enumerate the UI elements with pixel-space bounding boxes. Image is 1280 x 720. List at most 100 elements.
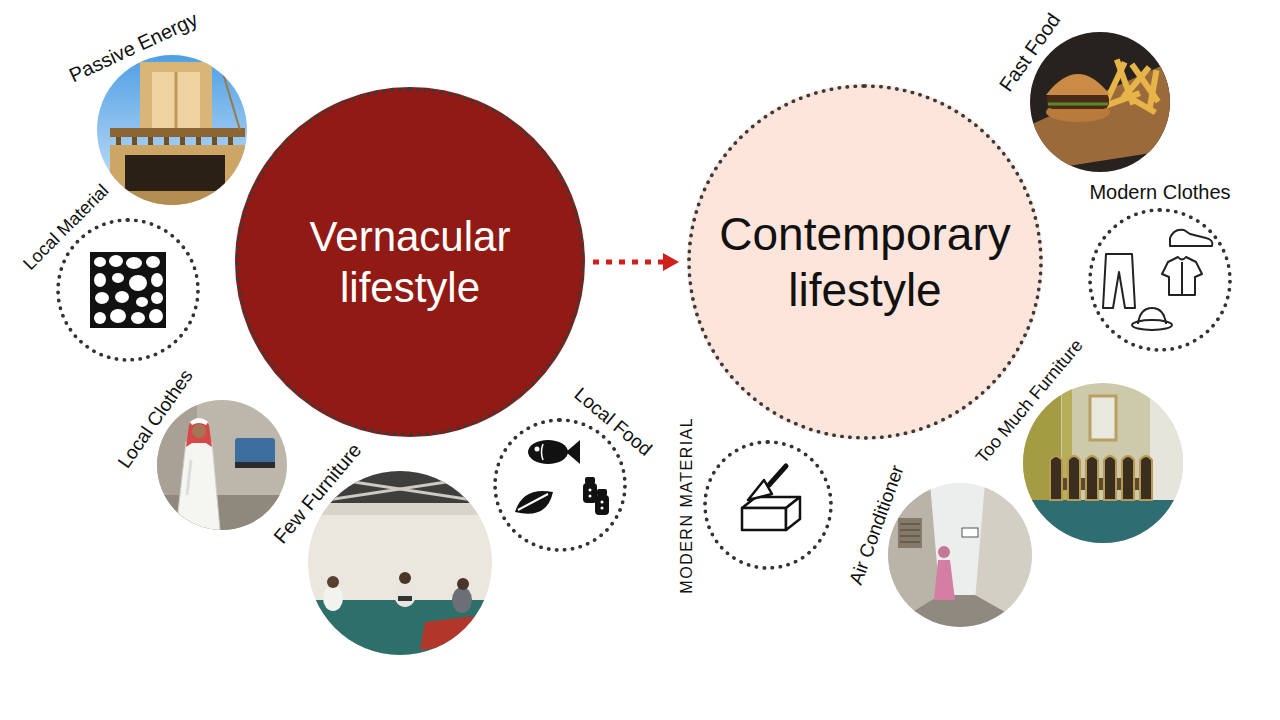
circle-label: Local Food	[570, 383, 656, 460]
food-icon	[601, 507, 604, 510]
brick-icon	[742, 508, 786, 530]
food-icon	[601, 501, 604, 504]
clothes-icon	[1103, 254, 1135, 308]
furniture-photo	[1050, 456, 1062, 500]
few-furniture-photo	[308, 471, 492, 655]
air-conditioner-photo	[898, 518, 922, 548]
circle-label: Few Furniture	[269, 439, 366, 548]
circle-label: Air Conditioner	[846, 462, 910, 588]
wind-tower-photo	[152, 72, 200, 130]
stone-icon	[136, 297, 148, 307]
stone-icon	[110, 309, 126, 323]
food-icon	[566, 440, 580, 464]
photo-circle: Too Much Furniture	[1023, 383, 1183, 543]
icon-circle: Local Food	[493, 418, 627, 552]
wind-tower-photo	[196, 137, 201, 145]
clothes-icon	[1162, 257, 1202, 295]
furniture-photo	[1090, 396, 1116, 440]
local-clothes-photo	[157, 400, 287, 530]
fast-food-photo	[1046, 102, 1110, 122]
stone-icon	[146, 256, 160, 268]
furniture-photo	[1086, 456, 1098, 500]
furniture-photo	[1050, 456, 1152, 500]
stone-icon	[94, 273, 106, 287]
local-clothes-photo	[176, 442, 220, 530]
food-icon	[515, 440, 609, 515]
fast-food-photo	[1046, 74, 1110, 95]
food-icon	[542, 444, 544, 460]
photo-circle: Air Conditioner	[888, 483, 1032, 627]
food-icon	[528, 440, 568, 464]
few-furniture-photo	[308, 503, 492, 515]
circle-label: Local Clothes	[114, 365, 198, 472]
air-conditioner-photo	[888, 483, 1032, 627]
furniture-photo	[1140, 456, 1152, 500]
brick-icon	[769, 466, 786, 485]
local-clothes-photo	[190, 418, 208, 425]
lifestyle-circle: Contemporary lifestyle	[687, 84, 1043, 440]
local-clothes-photo	[235, 462, 275, 468]
icon-circle: Local Material	[56, 218, 200, 362]
air-conditioner-photo	[900, 523, 920, 525]
wind-tower-photo	[212, 137, 217, 145]
wind-tower-photo	[116, 137, 233, 145]
fast-food-photo	[1030, 32, 1170, 172]
photo-circle: Fast Food	[1030, 32, 1170, 172]
stone-icon	[109, 255, 123, 267]
wind-tower-photo	[148, 137, 153, 145]
air-conditioner-photo	[900, 529, 920, 531]
fast-food-photo	[1147, 70, 1160, 110]
food-icon	[585, 477, 595, 484]
stone-icon	[95, 292, 109, 304]
arrow-head	[663, 253, 679, 271]
local-clothes-photo	[157, 400, 287, 530]
fast-food-photo	[1047, 93, 1109, 109]
few-furniture-photo	[323, 585, 343, 611]
stone-icon	[112, 273, 124, 283]
stone-icon	[94, 257, 106, 267]
clothes-icon	[1181, 262, 1183, 295]
local-clothes-photo	[187, 460, 191, 495]
local-clothes-photo	[186, 418, 212, 447]
food-icon	[595, 495, 609, 515]
circle-label: MODERN MATERIAL	[678, 417, 696, 594]
stone-icon	[94, 255, 163, 324]
fast-food-photo	[1048, 103, 1108, 106]
food-icon	[589, 489, 592, 492]
wind-tower-photo	[116, 137, 121, 145]
icon-circle: Modern Clothes	[1088, 208, 1232, 352]
stone-icon	[151, 273, 163, 287]
icon-circle: MODERN MATERIAL	[703, 440, 833, 570]
local-clothes-photo	[157, 495, 287, 530]
wind-tower-photo	[132, 137, 137, 145]
furniture-photo	[1104, 456, 1116, 500]
few-furniture-photo	[398, 596, 412, 601]
fast-food-photo	[1030, 62, 1170, 172]
stone-icon	[115, 291, 129, 303]
lifestyle-circle: Vernacular lifestyle	[235, 87, 585, 437]
lifestyle-label: Contemporary lifestyle	[700, 206, 1030, 318]
few-furniture-photo	[394, 581, 416, 607]
stone-icon	[151, 292, 163, 304]
wind-tower-photo	[164, 137, 169, 145]
clothes-icon	[1103, 230, 1212, 330]
circle-label: Local Material	[19, 181, 113, 275]
stone-icon	[94, 312, 106, 324]
few-furniture-photo	[457, 578, 469, 590]
air-conditioner-photo	[900, 524, 920, 542]
lifestyle-label: Vernacular lifestyle	[265, 211, 555, 313]
air-conditioner-photo	[962, 528, 978, 537]
photo-circle: Few Furniture	[308, 471, 492, 655]
clothes-icon	[1138, 308, 1166, 324]
stone-icon	[90, 252, 166, 328]
dotted-line	[593, 260, 665, 265]
wind-tower-photo	[175, 72, 178, 130]
furniture-photo	[1023, 383, 1183, 543]
wind-tower-photo	[110, 128, 245, 137]
air-conditioner-photo	[888, 595, 1032, 627]
brick-icon	[742, 466, 800, 530]
furniture-photo	[1150, 392, 1183, 507]
fast-food-photo	[1101, 58, 1160, 115]
